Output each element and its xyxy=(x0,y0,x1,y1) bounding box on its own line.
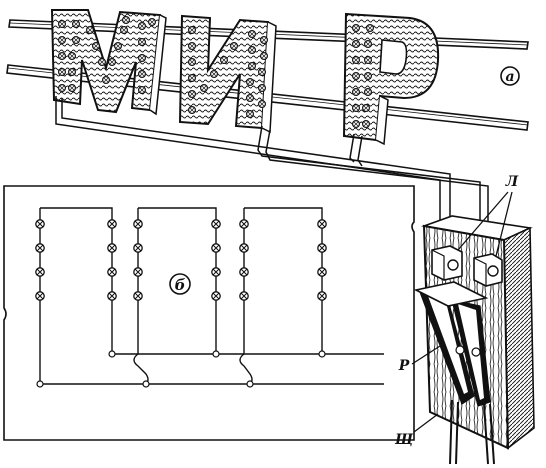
svg-text:Р: Р xyxy=(398,358,410,374)
label-lamps: Л xyxy=(457,174,519,257)
svg-text:б: б xyxy=(175,276,186,294)
svg-text:Щ: Щ xyxy=(394,432,414,448)
letter-r xyxy=(342,12,440,146)
svg-text:Л: Л xyxy=(505,174,519,190)
letter-m xyxy=(50,9,167,116)
label-panel: Щ xyxy=(394,413,439,448)
label-b: б xyxy=(169,273,191,295)
label-a: а xyxy=(500,66,520,86)
supply-wires xyxy=(55,96,489,264)
schematic-wires xyxy=(39,207,384,385)
letter-i xyxy=(178,14,277,134)
knife-switch xyxy=(413,281,491,407)
label-switch: Р xyxy=(398,345,441,374)
schematic-frame xyxy=(3,185,415,441)
svg-text:а: а xyxy=(505,69,514,85)
schematic-nodes xyxy=(36,350,326,388)
fuse-blocks xyxy=(431,245,503,287)
output-cables xyxy=(449,399,495,465)
